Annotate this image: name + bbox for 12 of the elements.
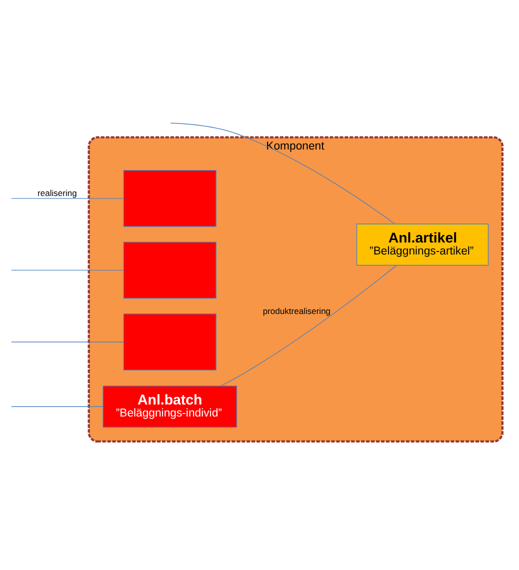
node-box — [123, 314, 216, 370]
connector — [170, 122, 396, 224]
connector — [11, 198, 124, 199]
edge-label: realisering — [38, 188, 77, 198]
connector — [220, 264, 397, 386]
node-box — [123, 242, 216, 299]
edge-label: produktrealisering — [262, 306, 331, 316]
node-box: Anl.batch ”Beläggnings-individ” — [102, 386, 238, 428]
connector — [11, 406, 104, 407]
node-box — [123, 170, 216, 227]
connector — [11, 270, 124, 271]
node-box: Anl.artikel ”Beläggnings-artikel” — [356, 224, 489, 266]
